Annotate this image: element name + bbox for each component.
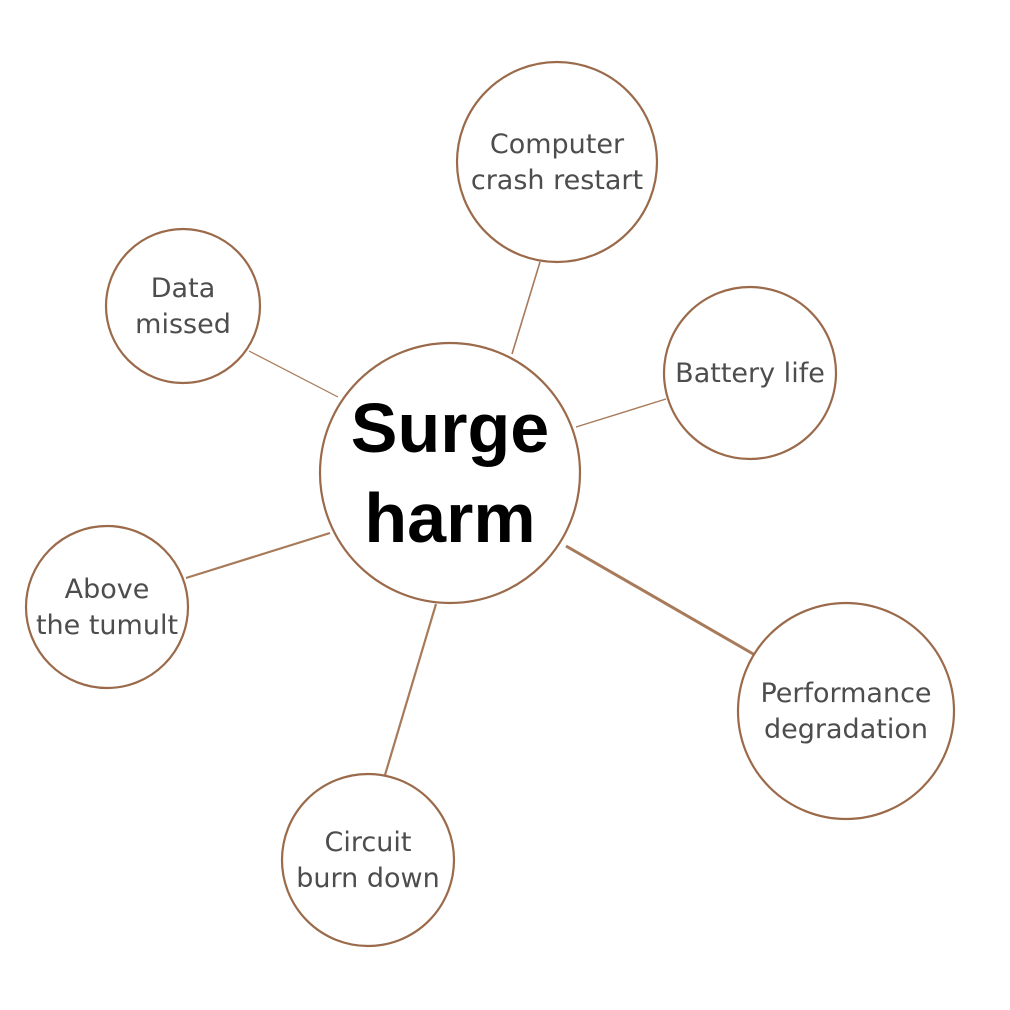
center-label-2: harm	[364, 479, 535, 557]
node-circuit-burn-down: Circuit burn down	[280, 772, 456, 948]
center-label-1: Surge	[351, 389, 549, 467]
node-circle-data-missed	[104, 227, 262, 385]
center-circle	[318, 341, 582, 605]
connector-performance-degradation	[565, 544, 756, 657]
node-label-computer-crash-restart-2: crash restart	[471, 165, 643, 196]
node-circle-performance-degradation	[736, 601, 956, 821]
node-label-above-the-tumult-1: Above	[65, 574, 150, 605]
connector-above-the-tumult	[185, 531, 331, 580]
node-circle-above-the-tumult	[24, 524, 190, 690]
node-label-performance-degradation-2: degradation	[764, 714, 928, 745]
node-label-data-missed-1: Data	[151, 273, 215, 304]
node-circle-battery-life	[662, 285, 838, 461]
node-battery-life: Battery life	[662, 285, 838, 461]
node-label-circuit-burn-down-1: Circuit	[325, 827, 412, 858]
node-label-above-the-tumult-2: the tumult	[36, 610, 178, 641]
node-label-circuit-burn-down-2: burn down	[296, 863, 439, 894]
connector-data-missed	[248, 350, 339, 398]
connector-computer-crash-restart	[511, 261, 541, 355]
connector-battery-life	[575, 398, 667, 428]
node-label-performance-degradation-1: Performance	[760, 678, 931, 709]
connector-circuit-burn-down	[383, 603, 438, 776]
node-label-battery-life-1: Battery life	[675, 358, 825, 389]
node-circle-circuit-burn-down	[280, 772, 456, 948]
node-label-data-missed-2: missed	[135, 309, 231, 340]
node-computer-crash-restart: Computer crash restart	[455, 60, 659, 264]
center-node: Surge harm	[318, 341, 582, 605]
node-data-missed: Data missed	[104, 227, 262, 385]
connector-lines	[185, 261, 756, 776]
node-above-the-tumult: Above the tumult	[24, 524, 190, 690]
node-circle-computer-crash-restart	[455, 60, 659, 264]
node-label-computer-crash-restart-1: Computer	[490, 129, 625, 160]
node-performance-degradation: Performance degradation	[736, 601, 956, 821]
